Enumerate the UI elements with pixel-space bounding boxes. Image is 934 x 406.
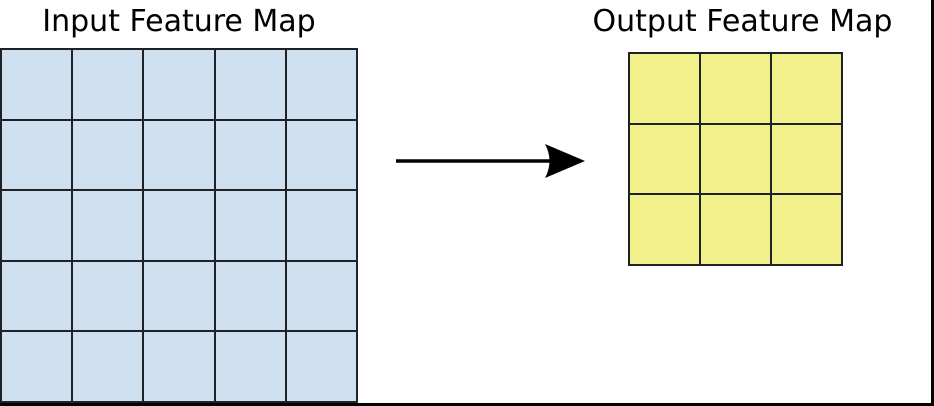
output-feature-map-cell [630,195,699,264]
input-feature-map-cell [2,191,72,260]
input-feature-map-cell [73,191,143,260]
input-feature-map-cell [73,120,143,190]
input-feature-map-cell [215,191,285,260]
output-feature-map-cell [772,124,841,194]
input-feature-map-cell [2,332,72,401]
input-feature-map-cell [144,261,214,331]
input-feature-map-cell [215,332,285,401]
input-feature-map-cell [73,332,143,401]
input-feature-map-cell [215,50,285,119]
input-feature-map-cell [2,50,72,119]
input-feature-map-cell [286,261,356,331]
input-feature-map-cell [144,120,214,190]
output-feature-map-grid [628,52,843,266]
input-feature-map-cell [144,191,214,260]
convolution-arrow [396,144,585,178]
input-feature-map-cell [286,50,356,119]
output-feature-map-cell [772,195,841,264]
input-feature-map-cell [2,261,72,331]
output-feature-map-cell [701,195,770,264]
output-feature-map-cell [772,54,841,123]
output-feature-map-title: Output Feature Map [592,4,893,39]
input-feature-map-cell [73,50,143,119]
input-feature-map-cell [2,120,72,190]
input-feature-map-cell [215,261,285,331]
output-feature-map-cell [701,54,770,123]
input-feature-map-cell [286,191,356,260]
output-feature-map-cell [701,124,770,194]
input-feature-map-cell [215,120,285,190]
input-feature-map-grid [0,48,358,403]
input-feature-map-cell [144,332,214,401]
input-feature-map-cell [73,261,143,331]
output-feature-map-cell [630,124,699,194]
arrow-head-icon [545,144,585,178]
input-feature-map-title: Input Feature Map [42,4,316,39]
input-feature-map-cell [286,332,356,401]
output-feature-map-cell [630,54,699,123]
input-feature-map-cell [144,50,214,119]
input-feature-map-cell [286,120,356,190]
